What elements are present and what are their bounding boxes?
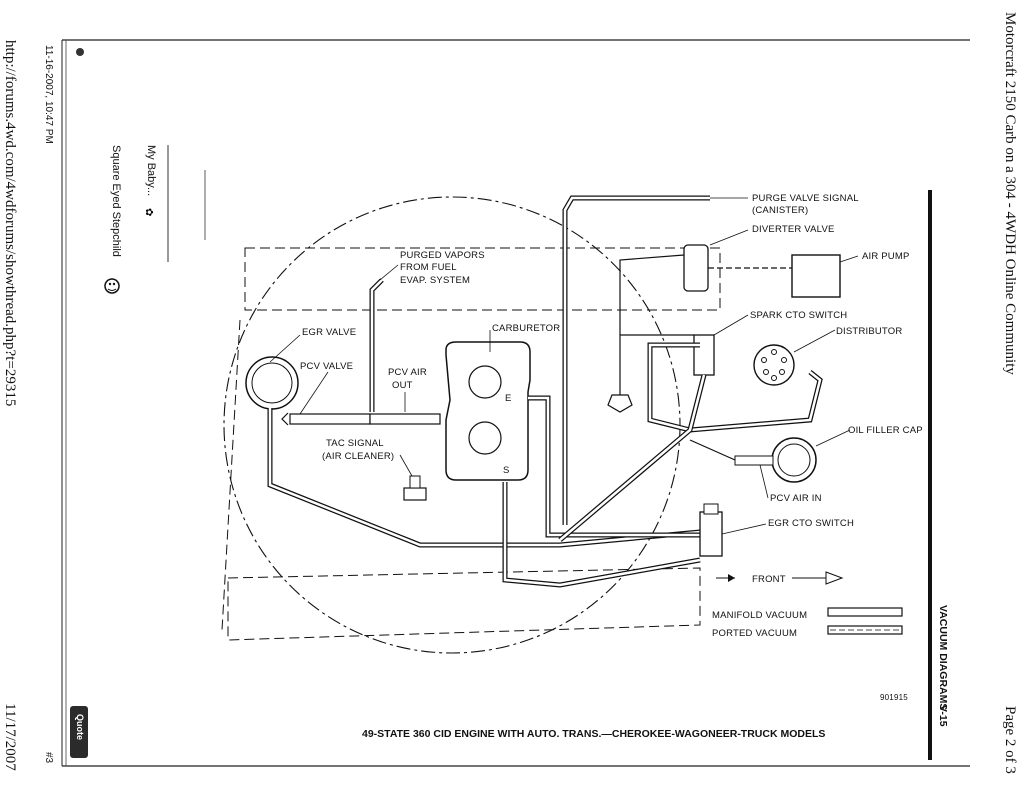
page-url[interactable]: http://forums.4wd.com/4wdforums/showthre… xyxy=(2,40,18,407)
post-timestamp: 11-16-2007, 10:47 PM xyxy=(43,45,54,144)
label-egr-cto: EGR CTO SWITCH xyxy=(768,518,854,529)
label-distributor: DISTRIBUTOR xyxy=(836,326,902,337)
label-pcv-air-in: PCV AIR IN xyxy=(770,493,822,504)
section-title: VACUUM DIAGRAMS xyxy=(937,605,949,710)
document-title: Motorcraft 2150 Carb on a 304 - 4WDH Onl… xyxy=(1002,12,1018,375)
label-tac-signal-1: TAC SIGNAL xyxy=(326,438,384,449)
label-ported-vacuum: PORTED VACUUM xyxy=(712,628,797,639)
label-spark-cto: SPARK CTO SWITCH xyxy=(750,310,847,321)
signature-flower-icon: ✿ xyxy=(143,208,154,216)
diagram-caption: 49-STATE 360 CID ENGINE WITH AUTO. TRANS… xyxy=(362,728,825,740)
label-pcv-air-out-1: PCV AIR xyxy=(388,367,427,378)
label-code: 901915 xyxy=(880,693,908,702)
label-purged-vapors-2: FROM FUEL xyxy=(400,262,457,273)
label-oil-filler-cap: OIL FILLER CAP xyxy=(848,425,923,436)
label-tac-signal-2: (AIR CLEANER) xyxy=(322,451,394,462)
label-manifold-vacuum: MANIFOLD VACUUM xyxy=(712,610,807,621)
label-front: FRONT xyxy=(752,574,786,585)
label-purged-vapors-3: EVAP. SYSTEM xyxy=(400,275,470,286)
print-date: 11/17/2007 xyxy=(2,703,18,771)
quote-button-label[interactable]: Quote xyxy=(75,714,85,740)
quote-button-bg[interactable] xyxy=(70,706,88,758)
post-number[interactable]: #3 xyxy=(43,752,54,764)
label-egr-valve: EGR VALVE xyxy=(302,327,356,338)
label-canister: (CANISTER) xyxy=(752,205,808,216)
label-carburetor: CARBURETOR xyxy=(492,323,560,334)
page-reference: V-15 xyxy=(937,705,949,727)
label-purged-vapors-1: PURGED VAPORS xyxy=(400,250,485,261)
label-port-e: E xyxy=(505,393,512,404)
label-diverter-valve: DIVERTER VALVE xyxy=(752,224,835,235)
label-pcv-valve: PCV VALVE xyxy=(300,361,353,372)
label-pcv-air-out-2: OUT xyxy=(392,380,413,391)
label-purge-valve: PURGE VALVE SIGNAL xyxy=(752,193,859,204)
page-indicator: Page 2 of 3 xyxy=(1002,706,1018,774)
signature-line-2: Square Eyed Stepchild xyxy=(110,145,122,257)
label-port-s: S xyxy=(503,465,510,476)
label-air-pump: AIR PUMP xyxy=(862,251,910,262)
signature-line-1: My Baby... xyxy=(145,145,157,197)
